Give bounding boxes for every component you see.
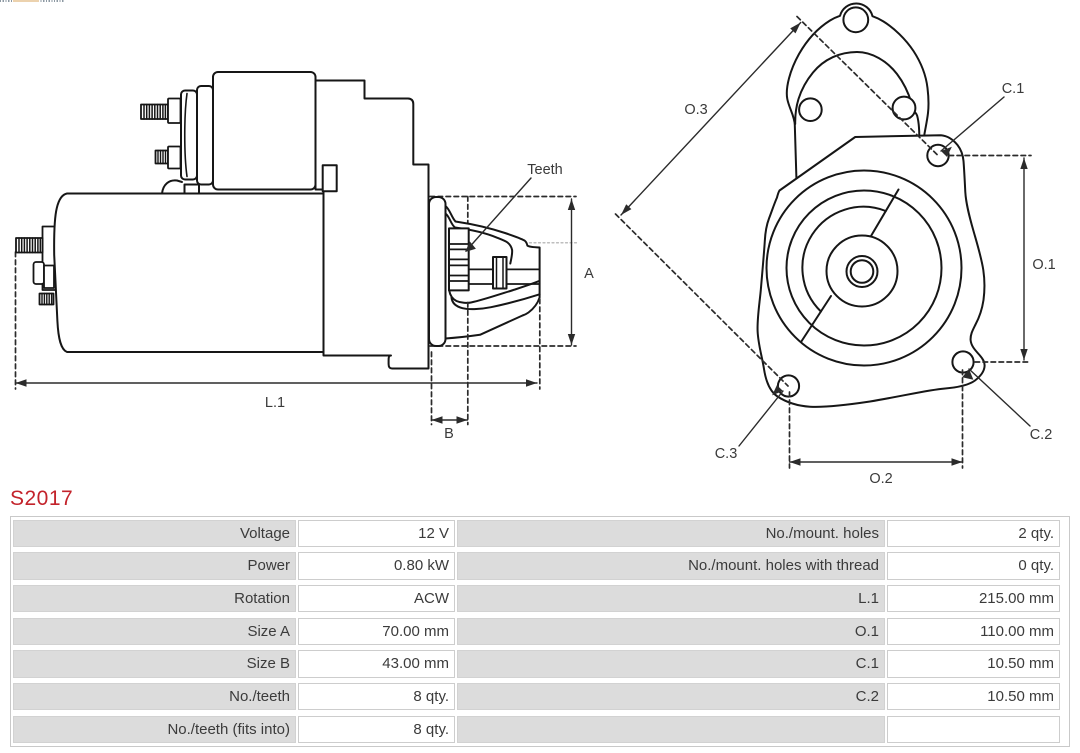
svg-text:O.2: O.2 <box>869 471 892 487</box>
svg-text:B: B <box>444 426 454 442</box>
svg-text:A: A <box>584 266 594 282</box>
svg-text:L.1: L.1 <box>265 395 285 411</box>
svg-text:C.2: C.2 <box>1030 427 1053 443</box>
svg-text:C.1: C.1 <box>1002 81 1025 97</box>
svg-text:O.3: O.3 <box>684 102 707 118</box>
svg-text:O.1: O.1 <box>1032 257 1055 273</box>
svg-text:Teeth: Teeth <box>527 162 562 178</box>
svg-text:C.3: C.3 <box>715 446 738 462</box>
